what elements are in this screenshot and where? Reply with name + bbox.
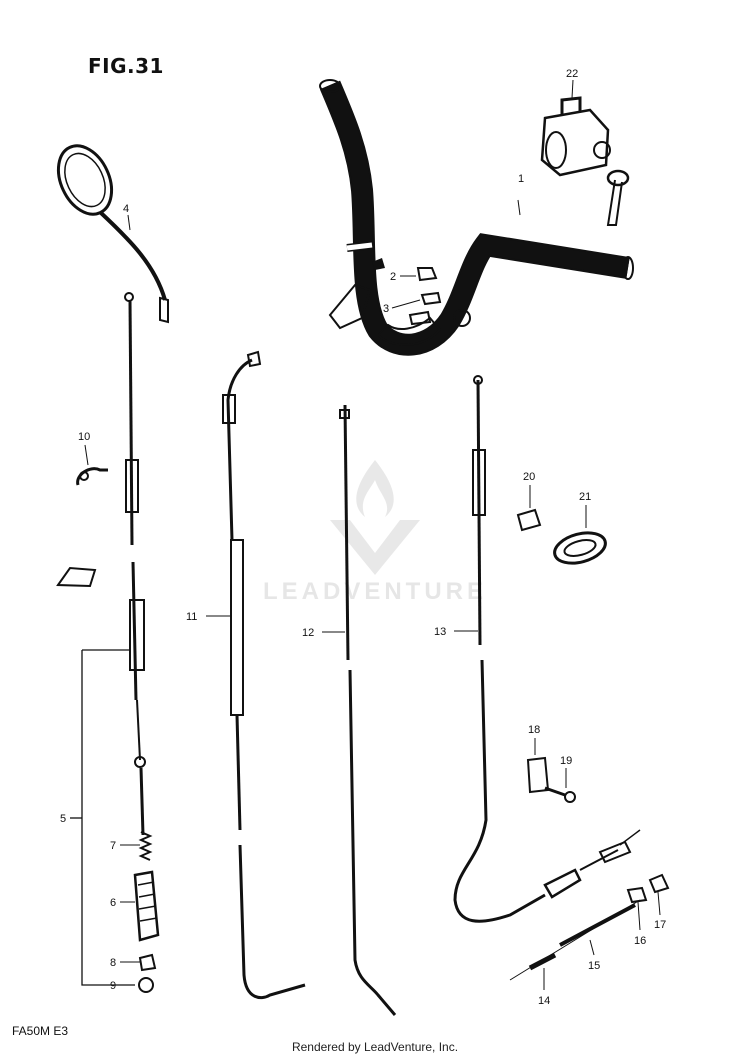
clamp-and-grommet-parts [516, 508, 607, 565]
bracket-parts [408, 267, 442, 326]
callout-10: 10 [78, 431, 90, 443]
callout-8: 8 [110, 957, 116, 969]
leadventure-watermark: LEADVENTURE [230, 455, 520, 605]
callout-1: 1 [518, 173, 524, 185]
footer-credit: Rendered by LeadVenture, Inc. [291, 1040, 459, 1054]
callout-4: 4 [123, 203, 129, 215]
figure-title: FIG.31 [88, 54, 164, 78]
callout-5-bracket [70, 649, 135, 986]
callout-17: 17 [654, 919, 666, 931]
callout-3: 3 [383, 303, 389, 315]
callout-14: 14 [538, 995, 550, 1007]
watermark-text: LEADVENTURE [262, 578, 487, 605]
brake-cable-part [339, 404, 397, 1016]
callout-5: 5 [60, 813, 66, 825]
speedometer-small-parts [509, 873, 670, 981]
callout-2: 2 [390, 271, 396, 283]
callout-15: 15 [588, 960, 600, 972]
clutch-cable-part [124, 292, 146, 836]
callout-22: 22 [566, 68, 578, 80]
callout-7: 7 [110, 840, 116, 852]
cable-clip-part [76, 467, 108, 486]
mirror-part [56, 144, 169, 324]
cable-small-parts [133, 831, 160, 993]
speedometer-cable-part [453, 375, 641, 923]
callout-19: 19 [560, 755, 572, 767]
callout-6: 6 [110, 897, 116, 909]
callout-13: 13 [434, 626, 446, 638]
callout-numbers: 1 2 3 4 5 6 7 8 9 10 11 12 13 14 15 16 1… [60, 68, 666, 1007]
bracket-bolt-parts [526, 756, 576, 803]
front-direction-marker [56, 566, 97, 588]
callout-11: 11 [186, 611, 197, 623]
callout-21: 21 [579, 491, 591, 503]
callout-18: 18 [528, 724, 540, 736]
callout-12: 12 [302, 627, 314, 639]
steering-lock-part [540, 96, 630, 226]
callout-20: 20 [523, 471, 535, 483]
callout-16: 16 [634, 935, 646, 947]
throttle-cable-part [222, 350, 306, 999]
callout-leader-lines [84, 79, 661, 990]
model-code: FA50M E3 [12, 1024, 69, 1038]
callout-9: 9 [110, 980, 116, 992]
handlebar-part [319, 79, 634, 356]
